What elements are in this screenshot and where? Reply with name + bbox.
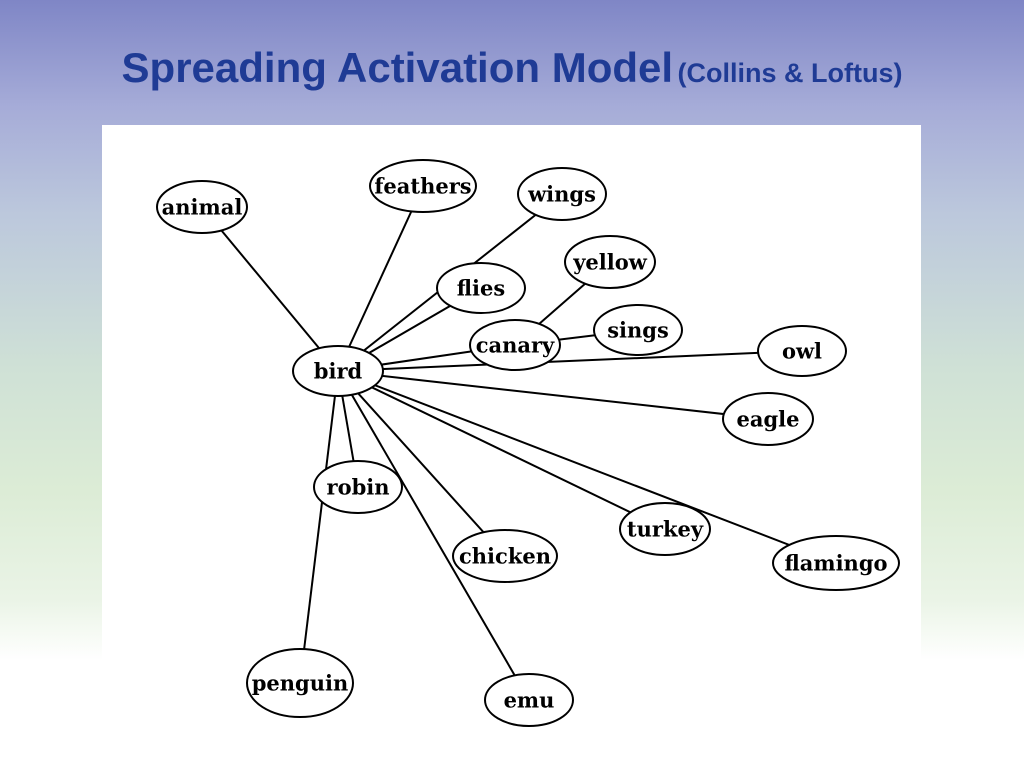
node-owl-ellipse — [757, 325, 847, 377]
edge-bird-eagle — [337, 370, 769, 420]
node-eagle-label: eagle — [737, 407, 800, 432]
node-penguin-ellipse — [246, 648, 354, 718]
edge-bird-chicken — [337, 370, 506, 557]
node-penguin-label: penguin — [252, 671, 349, 696]
node-owl: owl — [757, 325, 847, 377]
node-flamingo-ellipse — [772, 535, 900, 591]
node-animal-ellipse — [156, 180, 248, 234]
node-yellow-label: yellow — [572, 250, 648, 275]
diagram-panel — [102, 125, 921, 768]
node-bird-ellipse — [292, 345, 384, 397]
node-emu-label: emu — [504, 688, 555, 713]
node-feathers-ellipse — [369, 159, 477, 213]
node-turkey: turkey — [619, 502, 711, 556]
node-sings-ellipse — [593, 304, 683, 356]
slide-title-main: Spreading Activation Model — [121, 44, 674, 91]
node-chicken-label: chicken — [459, 544, 551, 569]
node-flies: flies — [436, 262, 526, 314]
node-sings: sings — [593, 304, 683, 356]
node-turkey-ellipse — [619, 502, 711, 556]
node-layer: animal feathers wings flies yellow canary sing… — [156, 159, 900, 727]
node-eagle-ellipse — [722, 392, 814, 446]
edge-bird-penguin — [299, 370, 339, 684]
node-flies-ellipse — [436, 262, 526, 314]
node-wings-ellipse — [517, 167, 607, 221]
node-animal: animal — [156, 180, 248, 234]
node-canary: canary — [469, 319, 561, 371]
node-robin: robin — [313, 460, 403, 514]
node-flamingo-label: flamingo — [784, 551, 887, 576]
node-turkey-label: turkey — [627, 517, 704, 542]
edge-bird-feathers — [337, 185, 424, 372]
node-yellow-ellipse — [564, 235, 656, 289]
edge-bird-owl — [337, 350, 803, 372]
node-yellow: yellow — [564, 235, 656, 289]
node-emu: emu — [484, 673, 574, 727]
node-flamingo: flamingo — [772, 535, 900, 591]
node-canary-label: canary — [476, 333, 555, 358]
node-emu-ellipse — [484, 673, 574, 727]
node-owl-label: owl — [782, 339, 822, 364]
edge-bird-animal — [201, 206, 339, 372]
node-feathers: feathers — [369, 159, 477, 213]
node-flies-label: flies — [457, 276, 505, 301]
node-bird: bird — [292, 345, 384, 397]
node-feathers-label: feathers — [374, 174, 471, 199]
node-bird-label: bird — [314, 359, 363, 384]
node-robin-ellipse — [313, 460, 403, 514]
node-canary-ellipse — [469, 319, 561, 371]
node-wings: wings — [517, 167, 607, 221]
node-sings-label: sings — [607, 318, 669, 343]
node-chicken: chicken — [452, 529, 558, 583]
edge-layer — [201, 185, 837, 701]
node-animal-label: animal — [162, 195, 243, 220]
node-eagle: eagle — [722, 392, 814, 446]
node-penguin: penguin — [246, 648, 354, 718]
slide-title-sub: (Collins & Loftus) — [677, 58, 903, 88]
node-wings-label: wings — [527, 182, 596, 207]
edge-bird-flamingo — [337, 370, 837, 564]
edge-bird-emu — [337, 370, 530, 701]
edge-bird-turkey — [337, 370, 666, 530]
node-chicken-ellipse — [452, 529, 558, 583]
node-robin-label: robin — [327, 475, 390, 500]
slide-title: Spreading Activation Model (Collins & Lo… — [0, 44, 1024, 92]
